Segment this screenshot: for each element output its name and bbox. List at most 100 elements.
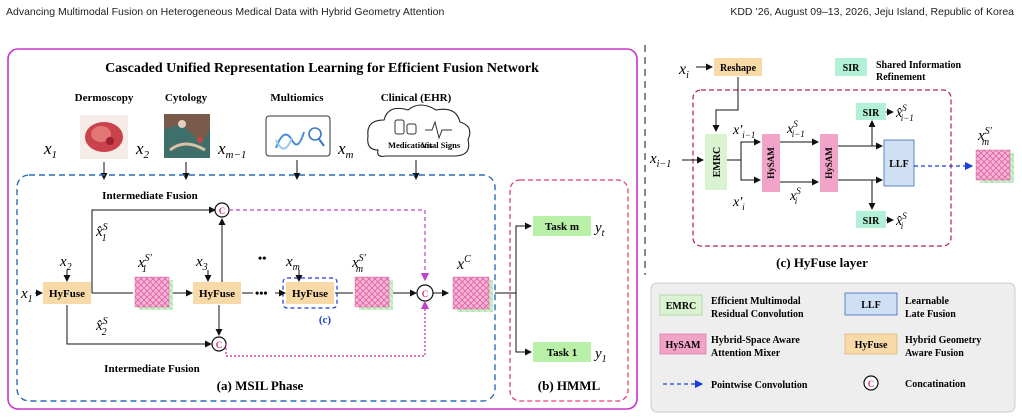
msil-label: (a) MSIL Phase [217,378,304,393]
label-xprime-i-1: x′i−1 [732,123,755,140]
modality-multiomics: Multiomics [270,92,324,104]
modality-cytology: Cytology [165,92,208,104]
concat-bottom-label: C [216,340,223,350]
label-xm-Sprime: xS′m [351,253,367,275]
flow-x1: x1 [20,286,33,305]
feature-map-m [354,276,393,310]
hysam-label-1: HySAM [766,147,776,179]
hyfuse-label-m: HyFuse [292,288,328,300]
emrc-block [705,134,727,190]
concat-top-label: C [219,206,226,216]
svg-text:C: C [868,379,875,389]
svg-text:Hybrid-Space Aware: Hybrid-Space Aware [711,335,800,346]
input-xm-1: xm−1 [217,139,246,161]
legend-hyfuse: HyFuse Hybrid Geometry Aware Fusion [844,333,981,359]
legend-concat: C Concatination [863,375,966,391]
hmml-frame [509,179,629,402]
ehr-medications: Medications [388,140,433,150]
left-panel-frame [7,48,638,410]
svg-text:Late Fusion: Late Fusion [905,309,956,320]
ehr-vital-signs: Vital Signs [421,140,461,150]
feature-map-c [452,276,493,312]
label-xm-Sprime-out: xS′m [977,126,993,148]
feature-map-1 [134,276,173,310]
concat-final-label: C [422,289,429,299]
svg-text:Learnable: Learnable [905,296,949,307]
legend-emrc: EMRC Efficient Multimodal Residual Convo… [659,294,804,320]
svg-text:HyFuse: HyFuse [855,340,888,351]
task-m-output: yt [593,220,605,239]
left-panel-title: Cascaded Unified Representation Learning… [105,61,539,76]
sir-legend-text-1: Shared Information [876,60,962,71]
svg-text:HySAM: HySAM [666,340,702,351]
label-xprime-i: x′i [732,195,745,212]
input-x2: x2 [135,139,150,161]
msil-frame [16,174,496,402]
svg-text:Efficient Multimodal: Efficient Multimodal [711,296,801,307]
sir-legend-box [835,58,867,76]
svg-text:Pointwise Convolution: Pointwise Convolution [711,380,808,391]
modality-dermoscopy: Dermoscopy [75,92,134,104]
hyfuse-block-1 [43,282,91,304]
sir-legend-text-2: Refinement [876,72,926,83]
svg-text:EMRC: EMRC [666,301,697,312]
intermediate-fusion-top: Intermediate Fusion [102,190,198,202]
dots-top: •• [258,251,266,265]
legend-llf: LLF Learnable Late Fusion [844,292,956,320]
sir-block-top [856,103,886,120]
svg-text:LLF: LLF [861,300,880,311]
sir-label-bottom: SIR [863,216,880,227]
flow-xm: xm [285,254,300,273]
hmml-label: (b) HMML [538,378,601,393]
svg-text:Attention Mixer: Attention Mixer [711,348,781,359]
flow-x2: x2 [59,254,72,273]
hysam-block-2 [820,134,838,192]
label-xC: xC [456,254,471,273]
hyfuse-layer-frame [692,89,952,247]
hyfuse-block-m [286,282,334,304]
header-right: KDD ’26, August 09–13, 2026, Jeju Island… [730,6,1014,18]
c-marker: (c) [319,314,332,326]
sir-block-bottom [856,211,886,228]
task-1-block [533,342,591,362]
hyfuse-label-1: HyFuse [49,288,85,300]
task-m-label: Task m [545,221,579,233]
intermediate-fusion-bottom: Intermediate Fusion [104,363,200,375]
llf-block [883,139,915,187]
reshape-block [714,58,762,76]
svg-text:Concatination: Concatination [905,379,966,390]
llf-label: LLF [889,159,908,170]
input-x1: x1 [43,139,57,161]
task-m-block [533,216,591,236]
input-xi-1: xi−1 [649,151,671,170]
hysam-label-2: HySAM [824,147,834,179]
header-left: Advancing Multimodal Fusion on Heterogen… [6,6,445,18]
ehr-cloud-icon: Medications Vital Signs [367,104,471,157]
multiomics-icon-box [265,115,331,157]
modality-clinical: Clinical (EHR) [381,92,452,104]
svg-text:Residual Convolution: Residual Convolution [711,309,804,320]
legend-panel [650,282,1016,413]
input-xi: xi [678,61,689,81]
hyfuse-block-2 [193,282,241,304]
legend-hysam: HySAM Hybrid-Space Aware Attention Mixer [659,333,800,359]
task-1-output: y1 [593,346,607,365]
hysam-block-1 [762,134,780,192]
hyfuse-layer-caption: (c) HyFuse layer [776,255,868,270]
svg-text:Hybrid Geometry: Hybrid Geometry [905,335,981,346]
flow-x3: x3 [195,254,208,273]
task-1-label: Task 1 [547,347,577,359]
sir-legend-box-label: SIR [843,63,860,74]
legend-pointwise-conv: Pointwise Convolution [663,379,808,391]
feature-map-output [975,149,1014,183]
reshape-label: Reshape [720,63,757,74]
hyfuse-label-2: HyFuse [199,288,235,300]
svg-text:Aware Fusion: Aware Fusion [905,348,964,359]
label-x1-Sprime: xS′1 [137,253,153,275]
